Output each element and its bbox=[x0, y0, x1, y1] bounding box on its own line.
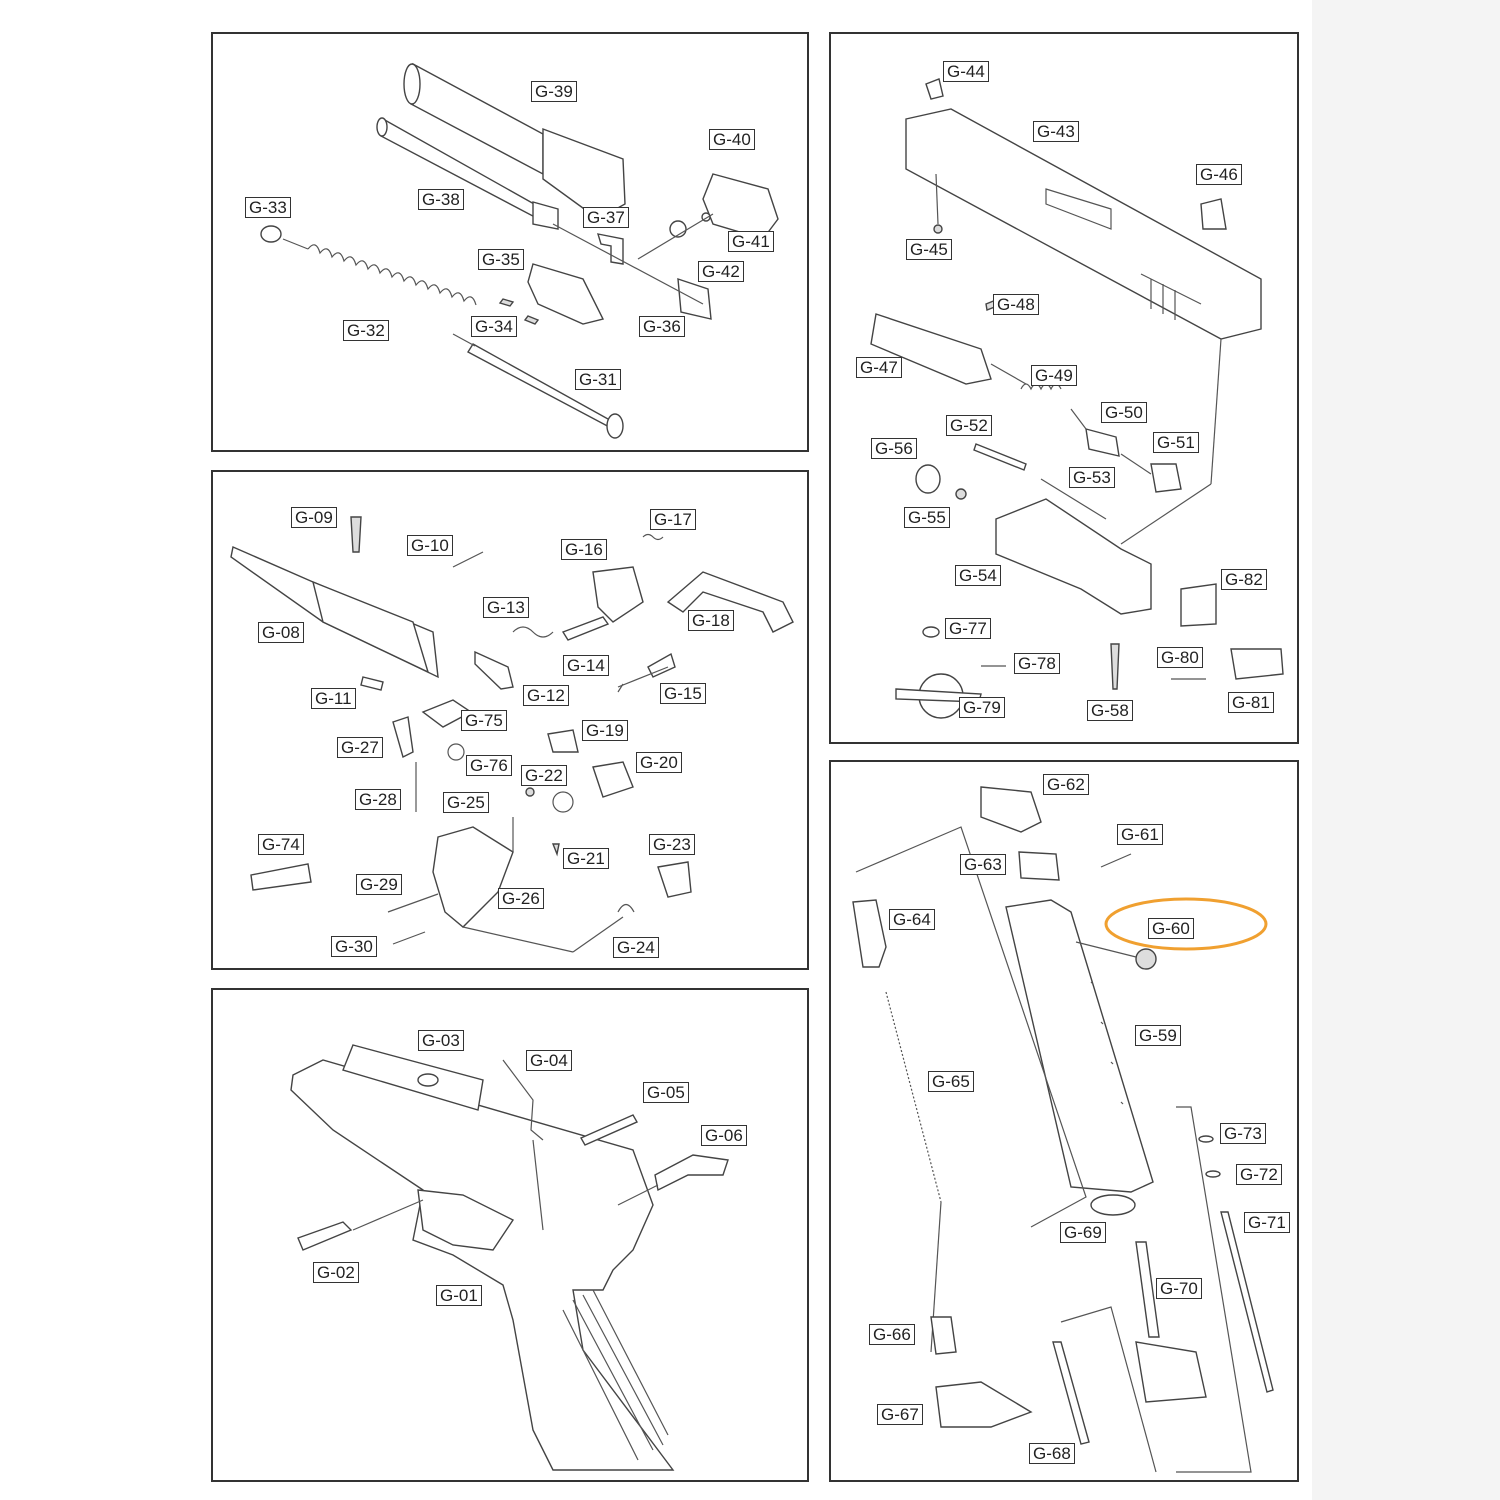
part-label: G-60 bbox=[1148, 918, 1194, 939]
panel-magazine: G-62 G-61 G-63 G-64 G-60 G-59 G-65 G-73 … bbox=[829, 760, 1299, 1482]
part-label: G-30 bbox=[331, 936, 377, 957]
part-label: G-55 bbox=[904, 507, 950, 528]
part-label: G-14 bbox=[563, 655, 609, 676]
part-label: G-34 bbox=[471, 316, 517, 337]
part-label: G-11 bbox=[311, 688, 356, 709]
part-label: G-38 bbox=[418, 189, 464, 210]
part-label: G-05 bbox=[643, 1082, 689, 1103]
part-label: G-09 bbox=[291, 507, 337, 528]
part-label: G-37 bbox=[583, 207, 629, 228]
part-label: G-06 bbox=[701, 1125, 747, 1146]
part-label: G-63 bbox=[960, 854, 1006, 875]
part-label: G-04 bbox=[526, 1050, 572, 1071]
part-label: G-02 bbox=[313, 1262, 359, 1283]
part-label: G-67 bbox=[877, 1404, 923, 1425]
part-label: G-77 bbox=[945, 618, 991, 639]
part-label: G-31 bbox=[575, 369, 621, 390]
part-label: G-22 bbox=[521, 765, 567, 786]
part-label: G-39 bbox=[531, 81, 577, 102]
panel-barrel-assembly: G-39 G-40 G-33 G-38 G-37 G-41 G-35 G-42 … bbox=[211, 32, 809, 452]
part-label: G-52 bbox=[946, 415, 992, 436]
part-label: G-80 bbox=[1157, 647, 1203, 668]
slide-assembly-drawing bbox=[870, 78, 1284, 719]
part-label: G-32 bbox=[343, 320, 389, 341]
part-label: G-08 bbox=[258, 622, 304, 643]
part-label: G-13 bbox=[483, 597, 529, 618]
part-label: G-78 bbox=[1014, 653, 1060, 674]
part-label: G-53 bbox=[1069, 467, 1115, 488]
part-label: G-48 bbox=[993, 294, 1039, 315]
part-label: G-27 bbox=[337, 737, 383, 758]
part-label: G-23 bbox=[649, 834, 695, 855]
part-label: G-40 bbox=[709, 129, 755, 150]
part-label: G-15 bbox=[660, 683, 706, 704]
trigger-group-drawing bbox=[230, 516, 794, 953]
part-label: G-75 bbox=[461, 710, 507, 731]
part-label: G-24 bbox=[613, 937, 659, 958]
part-label: G-18 bbox=[688, 610, 734, 631]
part-label: G-33 bbox=[245, 197, 291, 218]
part-label: G-72 bbox=[1236, 1164, 1282, 1185]
part-label: G-82 bbox=[1221, 569, 1267, 590]
part-label: G-73 bbox=[1220, 1123, 1266, 1144]
panel-slide-assembly: G-44 G-43 G-46 G-45 G-48 G-47 G-49 G-50 … bbox=[829, 32, 1299, 744]
part-label: G-68 bbox=[1029, 1443, 1075, 1464]
part-label: G-26 bbox=[498, 888, 544, 909]
part-label: G-70 bbox=[1156, 1278, 1202, 1299]
part-label: G-19 bbox=[582, 720, 628, 741]
part-label: G-28 bbox=[355, 789, 401, 810]
barrel-assembly-drawing bbox=[260, 62, 779, 439]
frame-drawing bbox=[290, 1044, 729, 1471]
part-label: G-12 bbox=[523, 685, 569, 706]
part-label: G-50 bbox=[1101, 402, 1147, 423]
part-label: G-69 bbox=[1060, 1222, 1106, 1243]
part-label: G-43 bbox=[1033, 121, 1079, 142]
part-label: G-49 bbox=[1031, 365, 1077, 386]
part-label: G-65 bbox=[928, 1071, 974, 1092]
magazine-drawing bbox=[852, 786, 1274, 1473]
part-label: G-16 bbox=[561, 539, 607, 560]
part-label: G-17 bbox=[650, 509, 696, 530]
part-label: G-62 bbox=[1043, 774, 1089, 795]
part-label: G-79 bbox=[959, 697, 1005, 718]
panel-trigger-group: G-09 G-10 G-17 G-16 G-13 G-18 G-08 G-14 … bbox=[211, 470, 809, 970]
part-label: G-29 bbox=[356, 874, 402, 895]
part-label: G-74 bbox=[258, 834, 304, 855]
part-label: G-45 bbox=[906, 239, 952, 260]
part-label: G-35 bbox=[478, 249, 524, 270]
part-label: G-47 bbox=[856, 357, 902, 378]
part-label: G-36 bbox=[639, 316, 685, 337]
part-label: G-64 bbox=[889, 909, 935, 930]
part-label: G-25 bbox=[443, 792, 489, 813]
page-margin-right bbox=[1312, 0, 1500, 1500]
part-label: G-71 bbox=[1244, 1212, 1290, 1233]
part-label: G-41 bbox=[728, 231, 774, 252]
part-label: G-59 bbox=[1135, 1025, 1181, 1046]
part-label: G-44 bbox=[943, 61, 989, 82]
highlight-oval bbox=[1104, 897, 1268, 951]
part-label: G-03 bbox=[418, 1030, 464, 1051]
part-label: G-66 bbox=[869, 1324, 915, 1345]
part-label: G-10 bbox=[407, 535, 453, 556]
part-label: G-46 bbox=[1196, 164, 1242, 185]
part-label: G-21 bbox=[563, 848, 609, 869]
part-label: G-42 bbox=[698, 261, 744, 282]
part-label: G-81 bbox=[1228, 692, 1274, 713]
page-margin-left bbox=[0, 0, 190, 1500]
part-label: G-58 bbox=[1087, 700, 1133, 721]
part-label: G-01 bbox=[436, 1285, 482, 1306]
part-label: G-56 bbox=[871, 438, 917, 459]
part-label: G-61 bbox=[1117, 824, 1163, 845]
part-label: G-76 bbox=[466, 755, 512, 776]
part-label: G-54 bbox=[955, 565, 1001, 586]
part-label: G-20 bbox=[636, 752, 682, 773]
part-label: G-51 bbox=[1153, 432, 1199, 453]
panel-frame: G-03 G-04 G-05 G-06 G-02 G-01 bbox=[211, 988, 809, 1482]
